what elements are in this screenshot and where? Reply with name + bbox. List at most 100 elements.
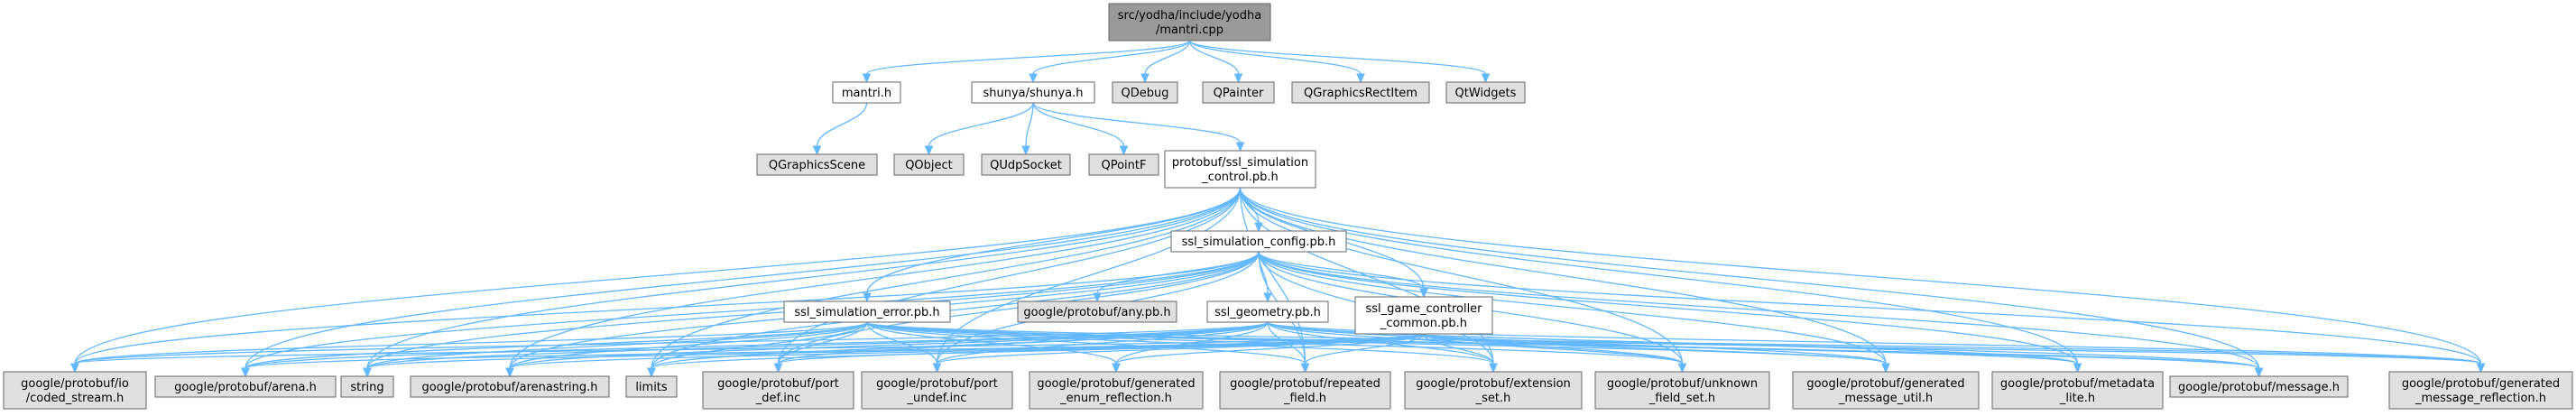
node-mantri_h[interactable]: mantri.h (832, 81, 901, 104)
edge-root-to-qpainter (1188, 40, 1243, 84)
node-label: limits (635, 381, 668, 394)
node-label: google/protobuf/repeated (1230, 377, 1380, 391)
node-ssl_sim_control[interactable]: protobuf/ssl_simulation_control.pb.h (1164, 150, 1316, 189)
node-box (1445, 81, 1526, 104)
node-gen_msg_refl: google/protobuf/generated_message_reflec… (2388, 371, 2573, 410)
node-gen_msg_util: google/protobuf/generated_message_util.h (1792, 371, 1980, 410)
node-box (1219, 371, 1391, 410)
node-label: google/protobuf/generated (1806, 377, 1964, 391)
edge-root-to-mantri_h (862, 40, 1191, 84)
node-box (625, 375, 678, 398)
edge-ssl_gc_common-to-port_undef (932, 333, 1425, 374)
node-string: string (340, 375, 394, 398)
node-shunya_h[interactable]: shunya/shunya.h (971, 81, 1095, 104)
node-label: _message_util.h (1838, 392, 1933, 405)
node-qgraphicsrectitem: QGraphicsRectItem (1291, 81, 1430, 104)
node-label: _set.h (1475, 392, 1511, 405)
node-label: google/protobuf/unknown (1607, 377, 1758, 391)
dependency-nodes: src/yodha/include/yodha/mantri.cpp mantri… (3, 3, 2573, 410)
node-qpointf: QPointF (1088, 153, 1159, 176)
node-coded_stream: google/protobuf/io/coded_stream.h (3, 371, 147, 410)
edge-ssl_gc_common-to-message_h (1423, 333, 2264, 378)
node-message_h: google/protobuf/message.h (2169, 375, 2349, 398)
edge-shunya_h-to-qobject (924, 102, 1034, 156)
node-ssl_gc_common[interactable]: ssl_game_controller_common.pb.h (1354, 296, 1493, 335)
node-label: string (350, 381, 383, 394)
node-label: google/protobuf/generated (1037, 377, 1195, 391)
node-ssl_geometry[interactable]: ssl_geometry.pb.h (1206, 300, 1329, 323)
edge-ssl_gc_common-to-port_def (773, 333, 1425, 374)
node-gen_enum_refl: google/protobuf/generated_enum_reflectio… (1029, 371, 1204, 410)
node-box (1291, 81, 1430, 104)
node-ssl_sim_error[interactable]: ssl_simulation_error.pb.h (783, 300, 951, 323)
node-box (832, 81, 901, 104)
node-label: _field.h (1283, 392, 1326, 405)
node-extension_set: google/protobuf/extension_set.h (1404, 371, 1583, 410)
edge-shunya_h-to-ssl_sim_control (1032, 102, 1245, 153)
node-box (1792, 371, 1980, 410)
node-box (702, 371, 854, 410)
node-qudpsocket: QUdpSocket (981, 153, 1071, 176)
edge-root-to-qtwidgets (1188, 40, 1491, 84)
edge-shunya_h-to-qudpsocket (1021, 102, 1034, 156)
node-limits: limits (625, 375, 678, 398)
node-label: QGraphicsScene (769, 159, 865, 172)
edge-ssl_gc_common-to-unknown_field_set (1423, 333, 1687, 374)
edge-ssl_gc_common-to-gen_msg_refl (1423, 333, 2486, 374)
node-label: shunya/shunya.h (983, 87, 1083, 100)
node-box (981, 153, 1071, 176)
node-label: QDebug (1122, 87, 1169, 100)
node-label: mantri.h (842, 87, 891, 100)
node-arena: google/protobuf/arena.h (154, 375, 337, 398)
edge-ssl_gc_common-to-gen_enum_refl (1112, 333, 1425, 374)
node-label: google/protobuf/any.pb.h (1023, 306, 1170, 319)
node-qobject: QObject (893, 153, 965, 176)
node-label: _enum_reflection.h (1059, 392, 1172, 405)
node-label: /coded_stream.h (26, 392, 124, 405)
node-label: ssl_simulation_error.pb.h (794, 306, 939, 319)
node-port_undef: google/protobuf/port_undef.inc (861, 371, 1013, 410)
node-box (756, 153, 878, 176)
node-label: google/protobuf/message.h (2178, 381, 2340, 394)
node-box (1991, 371, 2164, 410)
node-label: QPainter (1214, 87, 1264, 100)
node-box (410, 375, 610, 398)
node-box (1017, 300, 1177, 323)
node-box (1202, 81, 1275, 104)
node-label: google/protobuf/extension (1416, 377, 1571, 391)
node-box (340, 375, 394, 398)
node-label: ssl_game_controller (1365, 302, 1482, 316)
node-unknown_field_set: google/protobuf/unknown_field_set.h (1594, 371, 1770, 410)
node-box (3, 371, 147, 410)
node-box (1170, 230, 1347, 253)
node-label: _common.pb.h (1380, 317, 1467, 330)
node-box (1029, 371, 1204, 410)
node-qgraphicsscene: QGraphicsScene (756, 153, 878, 176)
node-label: _message_reflection.h (2414, 392, 2546, 405)
edge-ssl_gc_common-to-gen_msg_util (1423, 333, 1890, 374)
node-label: QGraphicsRectItem (1304, 87, 1417, 100)
node-label: _control.pb.h (1201, 171, 1279, 184)
node-label: protobuf/ssl_simulation (1172, 156, 1308, 170)
node-label: QPointF (1102, 159, 1147, 172)
node-qdebug: QDebug (1112, 81, 1178, 104)
node-root[interactable]: src/yodha/include/yodha/mantri.cpp (1108, 3, 1271, 42)
node-label: _field_set.h (1648, 392, 1715, 405)
node-label: google/protobuf/arenastring.h (421, 381, 597, 394)
node-label: google/protobuf/arena.h (174, 381, 317, 394)
node-box (1354, 296, 1493, 335)
node-box (783, 300, 951, 323)
node-label: google/protobuf/port (876, 377, 998, 391)
edge-root-to-qgraphicsrectitem (1188, 40, 1365, 84)
node-box (893, 153, 965, 176)
node-box (2169, 375, 2349, 398)
node-ssl_sim_config[interactable]: ssl_simulation_config.pb.h (1170, 230, 1347, 253)
node-box (1206, 300, 1329, 323)
node-label: QUdpSocket (990, 159, 1062, 172)
node-repeated_field: google/protobuf/repeated_field.h (1219, 371, 1391, 410)
node-metadata_lite: google/protobuf/metadata_lite.h (1991, 371, 2164, 410)
edge-root-to-shunya_h (1029, 40, 1191, 84)
edge-mantri_h-to-qgraphicsscene (812, 102, 868, 156)
node-label: ssl_geometry.pb.h (1214, 306, 1321, 319)
